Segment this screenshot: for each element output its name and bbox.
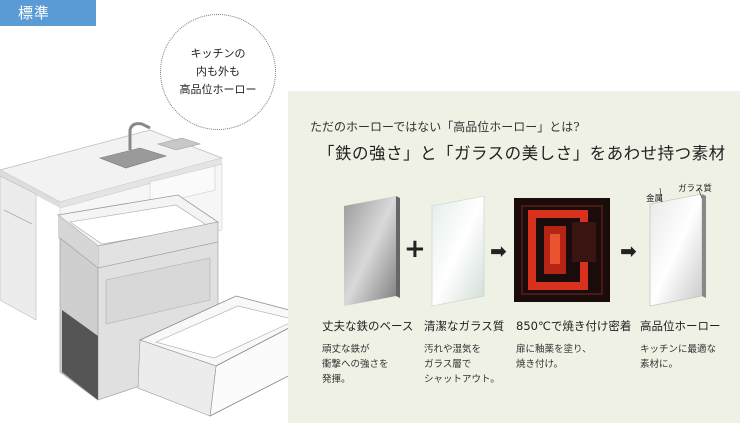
arrow-right-icon: ➡ <box>490 239 507 263</box>
item-title: 高品位ホーロー <box>640 319 721 333</box>
item-description: 扉に釉薬を塗り、 焼き付け。 <box>516 344 592 370</box>
item-description: 汚れや湿気を ガラス層で シャットアウト。 <box>424 344 500 385</box>
item-steel: 丈夫な鉄のベース 頑丈な鉄が 衝撃への強さを 発揮。 <box>322 318 442 387</box>
item-firing: 850℃で焼き付け密着 扉に釉薬を塗り、 焼き付け。 <box>516 318 636 372</box>
item-description: 頑丈な鉄が 衝撃への強さを 発揮。 <box>322 344 389 385</box>
item-description: キッチンに最適な 素材に。 <box>640 344 717 370</box>
bubble-line: 高品位ホーロー <box>179 83 257 96</box>
kitchen-illustration <box>0 122 314 417</box>
bubble-line: キッチンの <box>190 47 246 60</box>
item-enamel: 高品位ホーロー キッチンに最適な 素材に。 <box>640 318 736 372</box>
kiln-firing-image <box>514 198 610 302</box>
bubble-line: 内も外も <box>196 65 240 78</box>
glass-plate-image <box>431 196 485 307</box>
plus-icon: + <box>404 234 426 264</box>
item-title: 清潔なガラス質 <box>424 319 505 333</box>
item-title: 850℃で焼き付け密着 <box>516 319 632 333</box>
intro-text: ただのホーローではない「高品位ホーロー」とは? <box>310 120 580 134</box>
enamel-panel-image <box>649 194 706 307</box>
item-title: 丈夫な鉄のベース <box>322 319 414 333</box>
headline: 「鉄の強さ」と「ガラスの美しさ」をあわせ持つ素材 <box>318 144 726 163</box>
steel-plate-image <box>344 196 400 306</box>
category-tag: 標準 <box>0 0 96 26</box>
label-leader-lines <box>659 187 703 203</box>
callout-bubble: キッチンの 内も外も 高品位ホーロー <box>160 14 276 130</box>
arrow-right-icon: ➡ <box>620 239 637 263</box>
item-glass: 清潔なガラス質 汚れや湿気を ガラス層で シャットアウト。 <box>424 318 544 387</box>
glass-label: ガラス質 <box>678 184 712 194</box>
metal-label: 金属 <box>646 194 664 204</box>
